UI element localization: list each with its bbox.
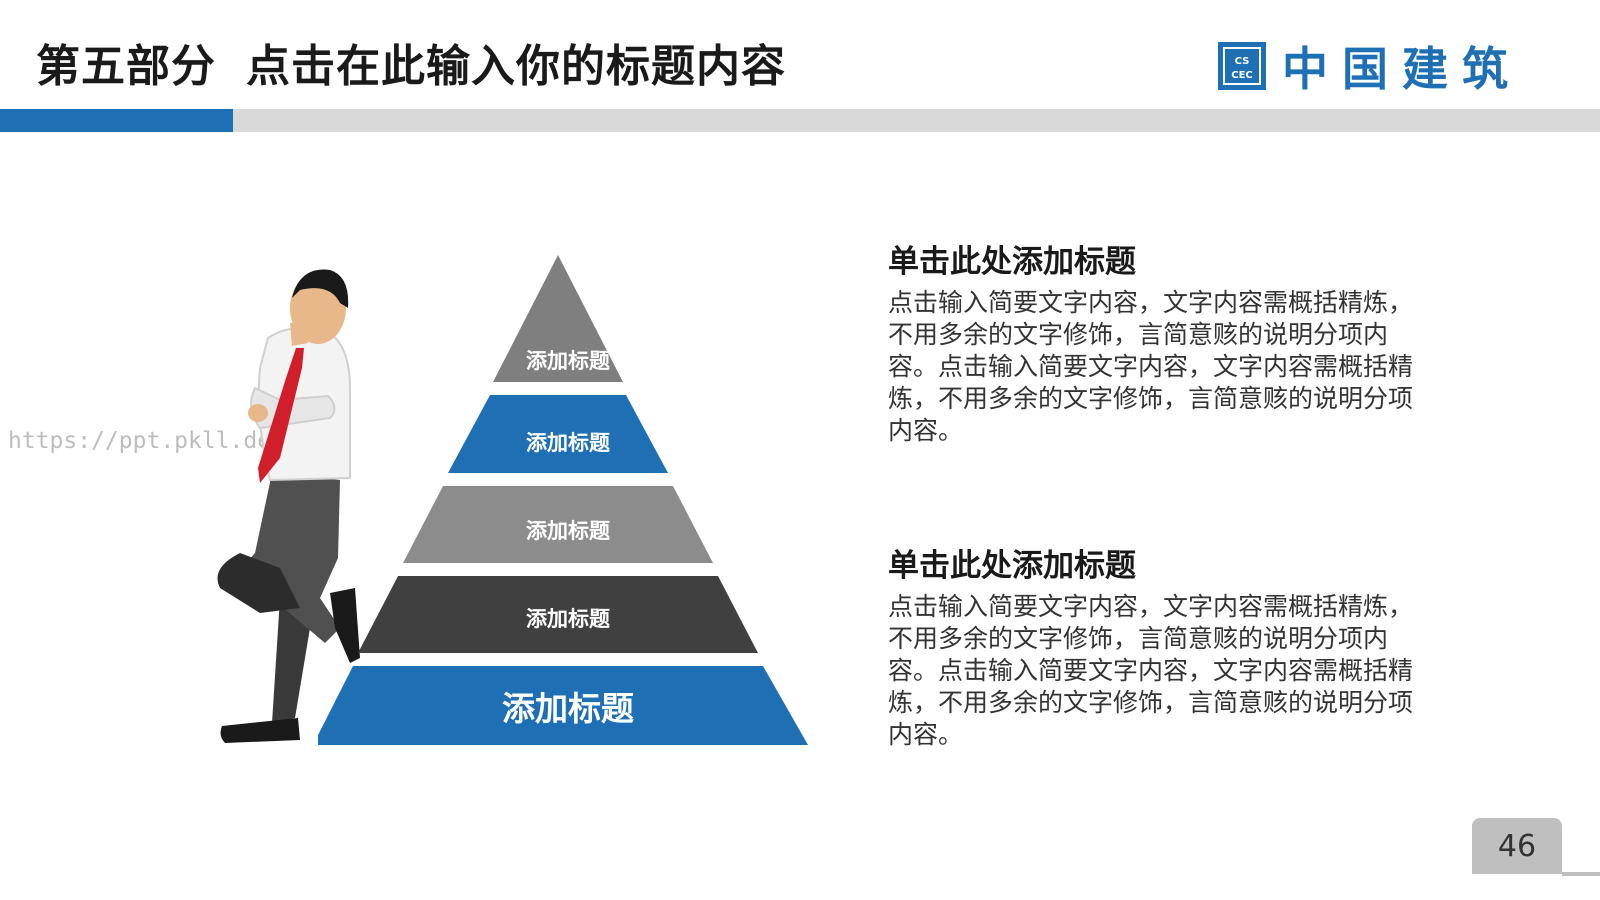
- pyramid-tier-2-label: 添加标题: [526, 431, 610, 455]
- svg-text:CEC: CEC: [1231, 70, 1253, 81]
- page-number-line: [1562, 872, 1600, 876]
- pyramid-tier-2: [448, 395, 668, 473]
- pyramid-tier-1-label: 添加标题: [526, 349, 610, 373]
- page-title: 第五部分点击在此输入你的标题内容: [36, 30, 786, 94]
- pyramid-tier-1: [493, 255, 623, 382]
- page-number: 46: [1472, 818, 1562, 874]
- logo-seal-icon: CS CEC: [1218, 42, 1266, 90]
- header-divider-gray: [0, 109, 1600, 132]
- text-block-title: 单击此处添加标题: [888, 548, 1136, 584]
- pyramid-tier-3-label: 添加标题: [526, 519, 610, 543]
- businessman-illustration: [217, 269, 360, 743]
- company-logo: CS CEC 中国建筑: [1218, 38, 1522, 96]
- pyramid-tier-5-label: 添加标题: [502, 689, 634, 728]
- text-block-1: 单击此处添加标题 点击输入简要文字内容，文字内容需概括精炼，不用多余的文字修饰，…: [888, 236, 1413, 447]
- pyramid-diagram: 添加标题 添加标题 添加标题 添加标题 添加标题: [318, 255, 818, 760]
- text-block-title: 单击此处添加标题: [888, 244, 1136, 280]
- pyramid-tier-4: [358, 576, 758, 653]
- section-label: 第五部分: [36, 41, 216, 92]
- pyramid-tier-4-label: 添加标题: [526, 607, 610, 631]
- pyramid-tier-5: [318, 666, 808, 745]
- pyramid-tier-3: [403, 486, 713, 563]
- logo-text: 中国建筑: [1282, 42, 1522, 96]
- watermark-url: https://ppt.pkll.de: [8, 428, 272, 454]
- title-text: 点击在此输入你的标题内容: [246, 41, 786, 92]
- text-block-body: 点击输入简要文字内容，文字内容需概括精炼，不用多余的文字修饰，言简意赅的说明分项…: [888, 592, 1414, 749]
- text-block-body: 点击输入简要文字内容，文字内容需概括精炼，不用多余的文字修饰，言简意赅的说明分项…: [888, 288, 1414, 445]
- svg-text:CS: CS: [1235, 56, 1250, 67]
- text-block-2: 单击此处添加标题 点击输入简要文字内容，文字内容需概括精炼，不用多余的文字修饰，…: [888, 540, 1413, 751]
- header-divider-accent: [0, 109, 233, 132]
